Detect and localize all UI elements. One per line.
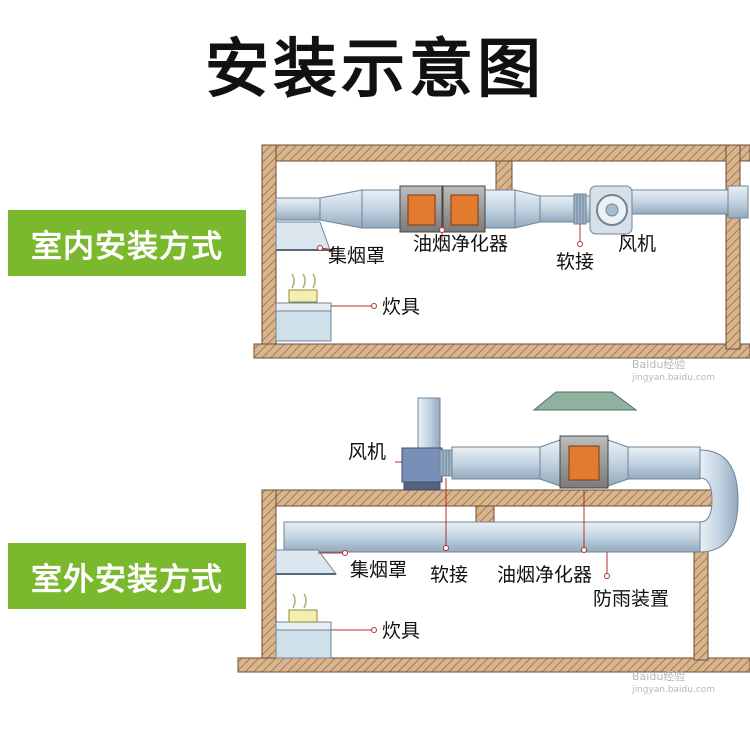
indoor-stove bbox=[275, 273, 332, 342]
indoor-fan bbox=[589, 185, 633, 235]
indoor-flex-joint bbox=[573, 193, 587, 225]
outdoor-label-flex-joint: 软接 bbox=[430, 564, 468, 586]
outdoor-room-walls bbox=[237, 489, 750, 673]
svg-text:jingyan.baidu.com: jingyan.baidu.com bbox=[631, 685, 715, 695]
outdoor-fan bbox=[401, 397, 443, 491]
outdoor-flex-joint bbox=[439, 449, 453, 477]
indoor-label-flex-joint: 软接 bbox=[556, 251, 594, 273]
outdoor-duct-indoor-run bbox=[283, 521, 705, 553]
outdoor-label-purifier: 油烟净化器 bbox=[497, 564, 592, 586]
indoor-purifier bbox=[399, 185, 486, 233]
outdoor-install-heading: 室外安装方式 bbox=[8, 543, 246, 609]
indoor-scene: 集烟罩 油烟净化器 软接 风机 炊具 Baidu经验 jingyan.baidu… bbox=[253, 144, 750, 383]
outdoor-leader-lines bbox=[318, 461, 610, 633]
outdoor-hood bbox=[275, 549, 337, 575]
indoor-leader-lines bbox=[317, 224, 625, 309]
outdoor-stove bbox=[275, 593, 332, 659]
indoor-label-hood: 集烟罩 bbox=[328, 245, 385, 267]
diagram-title: 安装示意图 bbox=[205, 33, 545, 107]
indoor-install-heading: 室内安装方式 bbox=[8, 210, 246, 276]
outdoor-watermark: Baidu经验 jingyan.baidu.com bbox=[631, 669, 715, 695]
svg-text:Baidu经验: Baidu经验 bbox=[632, 357, 685, 371]
indoor-watermark: Baidu经验 jingyan.baidu.com bbox=[631, 357, 715, 383]
svg-text:Baidu经验: Baidu经验 bbox=[632, 669, 685, 683]
indoor-room-walls bbox=[253, 144, 750, 359]
outdoor-duct-roof-run bbox=[451, 439, 701, 487]
outdoor-rain-cover bbox=[532, 391, 638, 411]
outdoor-purifier bbox=[559, 435, 609, 489]
outdoor-duct-u-bend bbox=[699, 449, 739, 553]
indoor-label-fan: 风机 bbox=[618, 233, 656, 255]
svg-text:jingyan.baidu.com: jingyan.baidu.com bbox=[631, 373, 715, 383]
outdoor-label-stove: 炊具 bbox=[382, 620, 420, 642]
indoor-duct bbox=[275, 185, 749, 229]
outdoor-scene: 风机 集烟罩 软接 油烟净化器 防雨装置 炊具 Baidu经验 jingyan.… bbox=[237, 391, 750, 695]
outdoor-label-hood: 集烟罩 bbox=[350, 559, 407, 581]
indoor-label-stove: 炊具 bbox=[382, 296, 420, 318]
indoor-label-purifier: 油烟净化器 bbox=[413, 233, 508, 255]
outdoor-label-rain-cover: 防雨装置 bbox=[593, 588, 669, 610]
outdoor-label-fan: 风机 bbox=[348, 441, 386, 463]
